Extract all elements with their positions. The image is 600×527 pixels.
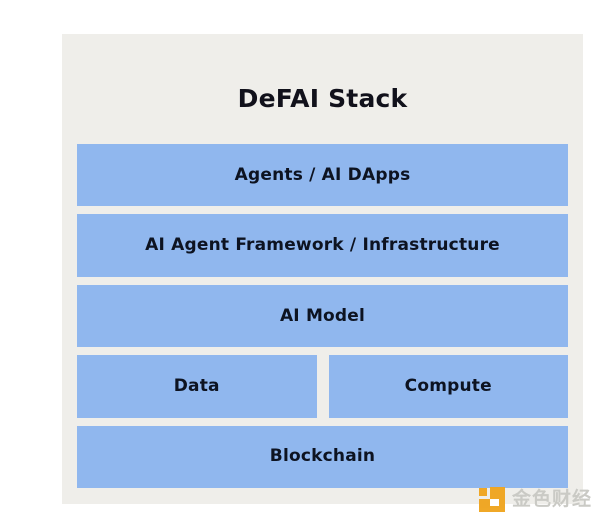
layer-box-ai-model[interactable]: AI Model [77, 284, 568, 348]
watermark-text: 金色财经 [512, 488, 593, 510]
jinse-logo-square-large [490, 487, 505, 499]
layer-box-blockchain[interactable]: Blockchain [77, 425, 568, 489]
jinse-logo-square-small [479, 488, 487, 496]
stack-row-ai-model: AI Model [77, 284, 568, 348]
stack-row-agents: Agents / AI DApps [77, 144, 568, 207]
layer-box-data[interactable]: Data [77, 355, 317, 418]
jinse-logo-notch [490, 499, 499, 506]
stack-row-data-compute: Data Compute [77, 355, 568, 418]
layer-box-agents-ai-dapps[interactable]: Agents / AI DApps [77, 144, 568, 207]
stack-layers: Agents / AI DApps AI Agent Framework / I… [77, 144, 568, 489]
stack-row-framework: AI Agent Framework / Infrastructure [77, 214, 568, 277]
watermark: 金色财经 [479, 487, 592, 512]
defai-stack-card: DeFAI Stack Agents / AI DApps AI Agent F… [62, 34, 583, 504]
page-title: DeFAI Stack [237, 84, 408, 113]
stack-row-blockchain: Blockchain [77, 425, 568, 489]
layer-box-compute[interactable]: Compute [328, 355, 568, 418]
layer-box-ai-agent-framework[interactable]: AI Agent Framework / Infrastructure [77, 214, 568, 277]
jinse-logo-icon [479, 487, 505, 512]
